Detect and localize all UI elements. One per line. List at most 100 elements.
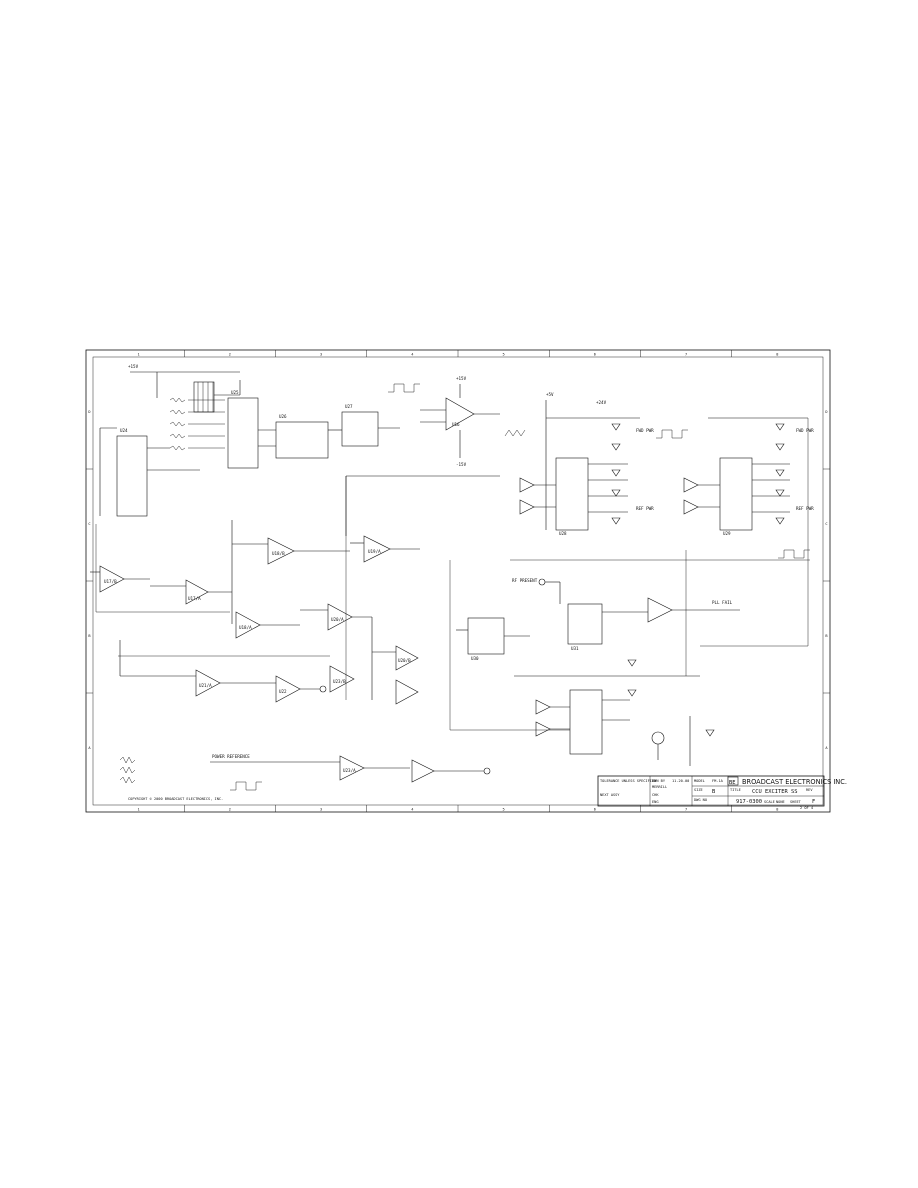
interconnect-buses [95,418,810,731]
zone-row-label: D [88,410,90,414]
zone-row-label: B [88,634,90,638]
drawing-number: 917-0300 [736,799,762,805]
square-wave-ref-1 [388,383,420,393]
opamp-u17a: U17/A [150,579,232,605]
scale-label: SCALE [764,800,775,804]
drawn-by: MERRILL [652,785,667,789]
u19a-label: U19/A [368,549,381,554]
u18b-label: U18/B [272,551,285,556]
zone-column-label: 4 [411,353,413,357]
power-reference-input: POWER REFERENCE [210,754,300,791]
drawn-date: 11-20-00 [672,779,689,783]
eng-label: ENG [652,800,659,804]
rev-label: REV [806,788,813,792]
ref-pwr-label-b: REF PWR [796,506,814,511]
u16-label: U16 [452,422,460,427]
opamp-u23b: U23/B [329,665,355,693]
ic-u24: U24 [99,427,200,517]
u23a-label: U23/A [343,768,356,773]
be-logo-box [727,776,739,786]
ic-u27: U27 [328,404,400,447]
supply-minus15: -15V [456,462,467,467]
supply-plus15-b: +15V [456,376,467,381]
supply-plus15-a: +15V [128,364,139,369]
fwd-pwr-output: FWD PWR REF PWR [636,428,654,511]
opamp-u17b: U17/B [90,565,150,593]
rf-present-label: RF PRESENT [512,578,538,583]
u30-label: U30 [471,656,479,661]
title-block: BE BROADCAST ELECTRONICS INC. TITLE CCU … [597,775,847,810]
zone-column-label: 1 [138,808,140,812]
u23b-label: U23/B [333,679,346,684]
rf-present-input: RF PRESENT [512,578,560,586]
model-value: FM-1A [712,779,724,783]
opamp-u20b: U20/B [371,617,419,705]
u18a-label: U18/A [239,625,252,630]
scale-value: NONE [776,800,785,804]
opamp-u20a: U20/A [300,603,372,631]
next-assy-label: NEXT ASSY [600,793,620,797]
dip-switch-block [130,371,241,413]
ref-pwr-label-a: REF PWR [636,506,654,511]
zone-column-label: 2 [229,353,231,357]
u21a-label: U21/A [199,683,212,688]
zone-row-label: A [825,746,828,750]
ic-u29: U29 FWD PWR REF PWR [708,417,814,536]
opamp-u16: U16 [420,384,526,458]
sheet-value: 2 OF 4 [800,806,813,810]
u27-label: U27 [345,404,353,409]
power-reference-label: POWER REFERENCE [212,754,250,759]
u22-label: U22 [279,689,287,694]
zone-column-label: 2 [229,808,231,812]
sheet-copyright: COPYRIGHT © 2000 BROADCAST ELECTRONICS, … [128,797,223,801]
zone-column-label: 6 [594,808,596,812]
zone-column-label: 6 [594,353,596,357]
u20b-label: U20/B [398,658,411,663]
opamp-u19a: U19/A [345,475,500,563]
ic-u25: U25 [227,390,259,469]
supply-plus5: +5V [546,392,554,397]
tolerance-label: TOLERANCE UNLESS SPECIFIED [600,779,656,783]
be-logo: BE [729,780,736,786]
zone-row-label: B [825,634,827,638]
zone-column-label: 5 [503,353,505,357]
u29-label: U29 [723,531,731,536]
company-name: BROADCAST ELECTRONICS INC. [742,778,847,786]
zone-column-label: 7 [685,808,687,812]
dwn-label: DWN BY [652,779,666,783]
u17a-label: U17/A [188,596,201,601]
fwd-pwr-label: FWD PWR [636,428,654,433]
model-label: MODEL [694,779,705,783]
opamp-u22: U22 [220,675,327,703]
ic-lower-led-driver [514,659,700,755]
u17b-label: U17/B [104,579,117,584]
led-column-a [588,423,628,525]
square-wave-ref-2 [656,429,810,559]
supply-plus24: +24V [596,400,607,405]
bottom-left-resistors [119,756,136,784]
zone-column-label: 4 [411,808,413,812]
zone-rows-left: D C B A [86,410,93,750]
zone-row-label: A [88,746,91,750]
u28-label: U28 [559,531,567,536]
opamp-u18a: U18/A [235,611,300,639]
u26-label: U26 [279,414,287,419]
sheet-label: SHEET [790,800,802,804]
size-value: B [712,789,715,795]
zone-row-label: C [88,522,90,526]
opamp-u23a-bottom: U23/A [300,755,491,783]
inverter-buffers [519,477,720,515]
size-label: SIZE [694,788,703,792]
ic-u26: U26 [258,414,329,459]
ic-u28: U28 [545,400,640,536]
chk-label: CHK [652,793,659,797]
resistor-network [169,397,225,451]
zone-row-label: D [825,410,827,414]
zone-column-label: 5 [503,808,505,812]
pll-fail-comparator: PLL FAIL [647,597,740,623]
zone-column-label: 7 [685,353,687,357]
